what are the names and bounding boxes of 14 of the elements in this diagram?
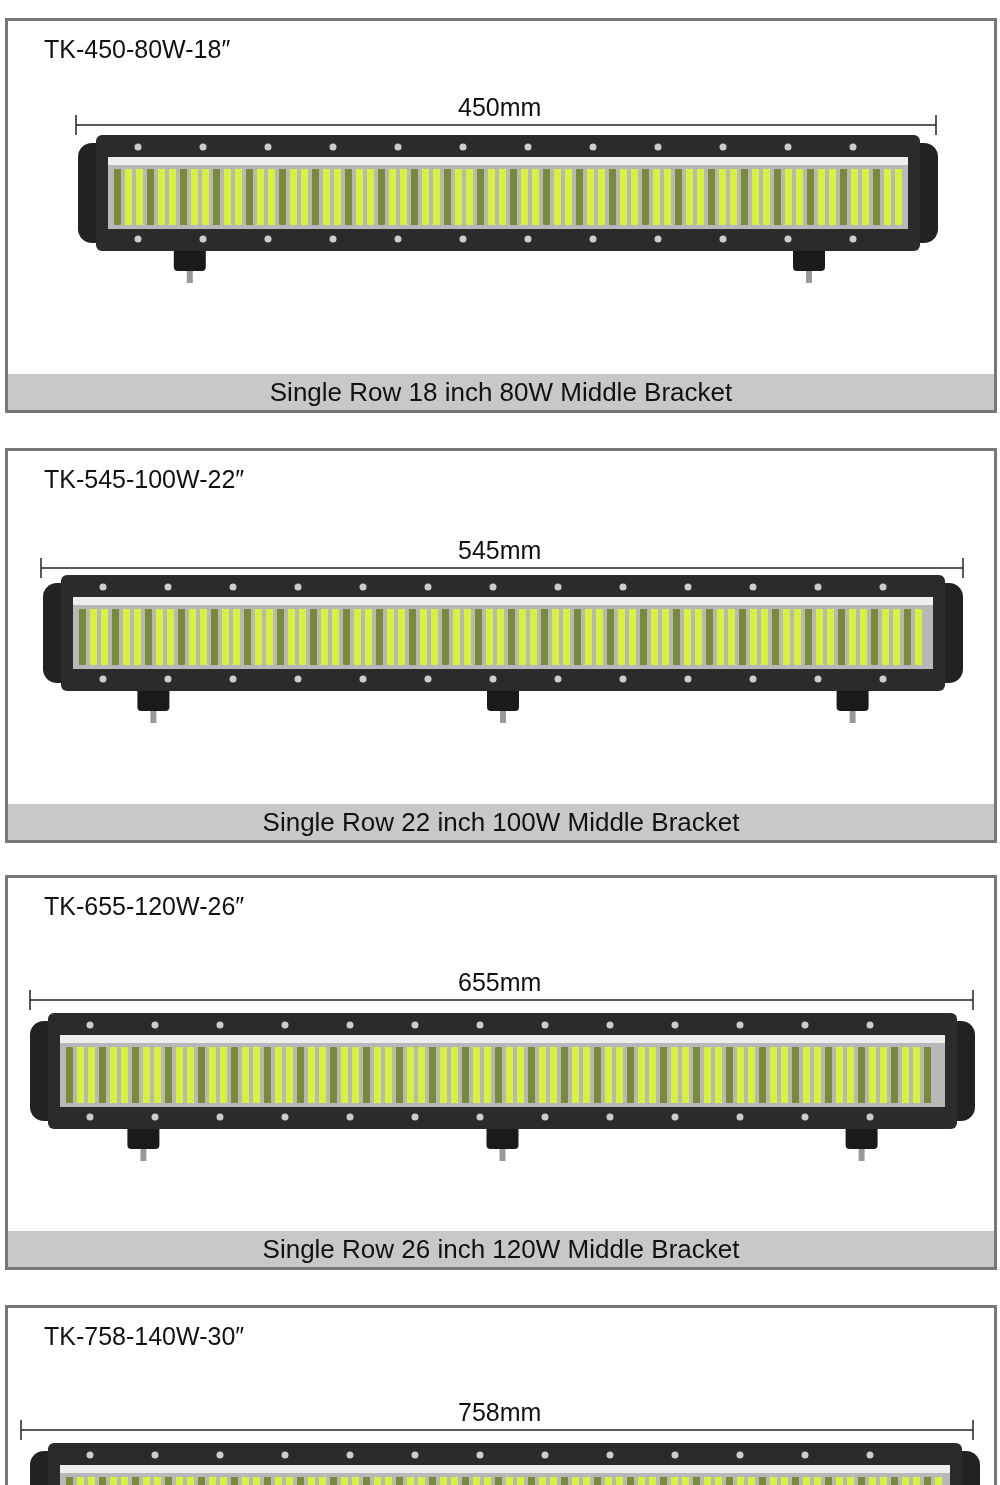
dimension-label: 450mm [458,93,542,122]
dimension-label: 655mm [458,968,542,997]
product-panel [5,448,997,843]
caption-bar: Single Row 26 inch 120W Middle Bracket [8,1231,994,1267]
dimension-label: 758mm [458,1398,542,1427]
product-panel [5,875,997,1270]
product-panel [5,18,997,413]
model-number: TK-655-120W-26″ [44,892,245,921]
dimension-label: 545mm [458,536,542,565]
caption-bar: Single Row 22 inch 100W Middle Bracket [8,804,994,840]
model-number: TK-758-140W-30″ [44,1322,245,1351]
model-number: TK-450-80W-18″ [44,35,231,64]
model-number: TK-545-100W-22″ [44,465,245,494]
caption-bar: Single Row 18 inch 80W Middle Bracket [8,374,994,410]
